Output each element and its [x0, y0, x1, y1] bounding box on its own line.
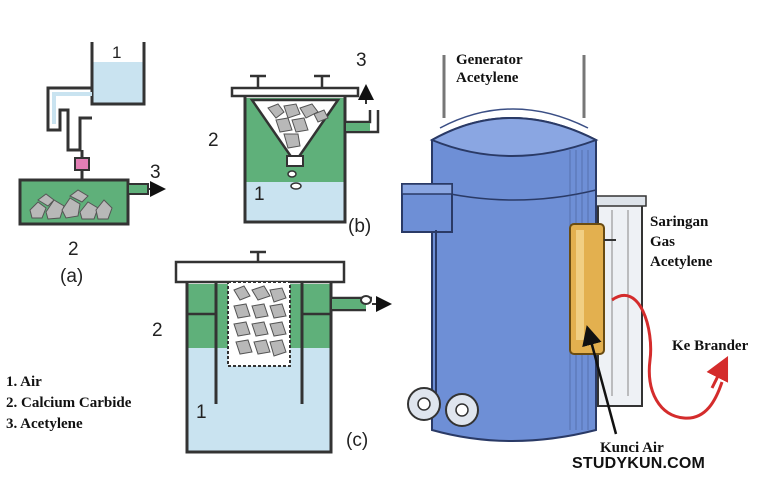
- water-lock: [569, 223, 605, 355]
- label-filter-line1: Saringan: [650, 214, 709, 230]
- legend: 1. Air 2. Calcium Carbide 3. Acetylene: [6, 372, 131, 435]
- diagram-c-caption: (c): [346, 430, 368, 451]
- diagram-c-vessel: [185, 276, 333, 454]
- diagram-a-label-carbide: 2: [68, 239, 79, 260]
- diagram-a-valve: [74, 157, 90, 171]
- label-outlet: Ke Brander: [672, 338, 749, 354]
- diagram-c-label-water: 1: [196, 402, 207, 423]
- diagram-b-lid: [230, 86, 360, 98]
- diagram-c-label-carbide: 2: [152, 320, 163, 341]
- diagram-b-label-water: 1: [254, 184, 265, 205]
- diagram-a-reservoir: [90, 42, 146, 106]
- label-filter-line3: Acetylene: [650, 254, 713, 270]
- label-filter-line2: Gas: [650, 234, 675, 250]
- label-generator-line2: Acetylene: [456, 70, 519, 86]
- diagram-a-caption: (a): [60, 266, 83, 287]
- diagram-a-label-gas: 3: [150, 162, 161, 183]
- legend-item-acetylene: 3. Acetylene: [6, 416, 83, 432]
- label-generator-line1: Generator: [456, 52, 523, 68]
- diagram-a-label-water: 1: [112, 43, 121, 62]
- diagram-c-lid: [174, 260, 346, 284]
- legend-item-carbide: 2. Calcium Carbide: [6, 395, 132, 411]
- watermark: STUDYKUN.COM: [572, 455, 706, 472]
- diagram-a-water: [92, 62, 144, 104]
- diagram-b-caption: (b): [348, 216, 371, 237]
- diagram-b-label-carbide: 2: [208, 130, 219, 151]
- legend-item-water: 1. Air: [6, 374, 42, 390]
- diagram-a-pipe: [46, 86, 92, 152]
- outlet-hose: [611, 294, 724, 420]
- diagram-b-vessel: [243, 92, 347, 224]
- filter-cylinder: [597, 199, 643, 407]
- label-water-lock: Kunci Air: [600, 440, 664, 456]
- diagram-b-label-gas: 3: [356, 50, 367, 71]
- diagram-c: [174, 250, 392, 454]
- diagram-a: [18, 42, 166, 226]
- generator-illustration: [401, 55, 729, 442]
- diagram-b: [230, 74, 380, 224]
